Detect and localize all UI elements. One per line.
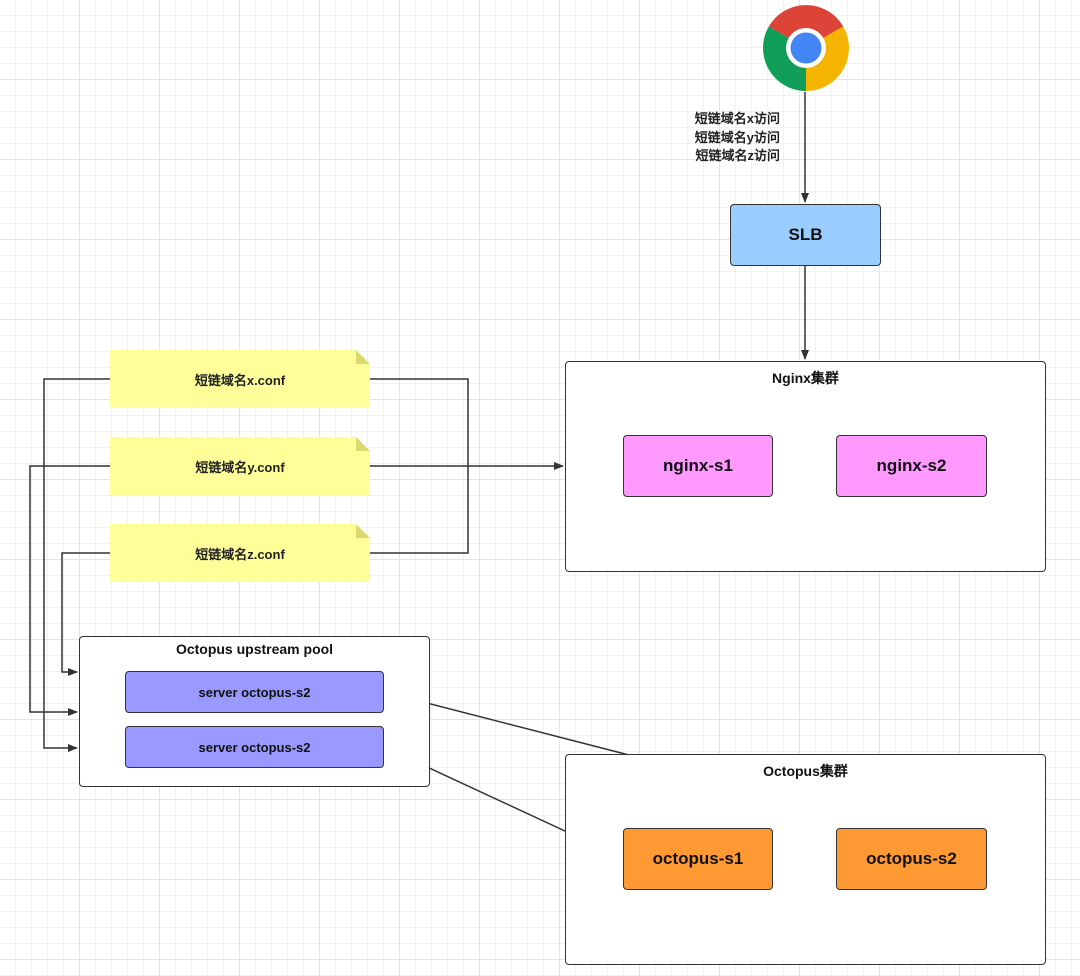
access-label-y: 短链域名y访问 xyxy=(694,129,780,145)
upstream-server-2-label: server octopus-s2 xyxy=(198,739,311,755)
edge-conf-x-pool xyxy=(43,378,110,752)
edge-conf-x-nginx xyxy=(370,378,469,466)
access-labels: 短链域名x访问 短链域名y访问 短链域名z访问 xyxy=(660,110,780,166)
conf-note-z-label: 短链域名z.conf xyxy=(195,546,285,562)
edge-conf-z-pool xyxy=(61,552,110,676)
slb-node: SLB xyxy=(730,204,881,266)
access-label-x: 短链域名x访问 xyxy=(694,111,780,126)
octopus-s1-node: octopus-s1 xyxy=(623,828,773,890)
nginx-s2-label: nginx-s2 xyxy=(876,456,947,475)
conf-note-x: 短链域名x.conf xyxy=(110,350,370,408)
octopus-s2-label: octopus-s2 xyxy=(866,849,957,868)
edge-conf-z-nginx xyxy=(370,466,469,554)
chrome-icon xyxy=(763,5,849,91)
nginx-cluster-title: Nginx集群 xyxy=(772,370,839,386)
conf-note-x-label: 短链域名x.conf xyxy=(194,372,286,388)
upstream-server-1: server octopus-s2 xyxy=(125,671,384,713)
nginx-s2-node: nginx-s2 xyxy=(836,435,987,497)
upstream-server-2: server octopus-s2 xyxy=(125,726,384,768)
access-label-z: 短链域名z访问 xyxy=(695,148,780,163)
nginx-s1-label: nginx-s1 xyxy=(663,456,733,475)
upstream-server-1-label: server octopus-s2 xyxy=(198,684,311,700)
octopus-s2-node: octopus-s2 xyxy=(836,828,987,890)
upstream-pool-title: Octopus upstream pool xyxy=(175,641,334,657)
conf-note-y: 短链域名y.conf xyxy=(110,437,370,495)
edge-conf-y-pool xyxy=(29,465,110,716)
conf-note-y-label: 短链域名y.conf xyxy=(195,459,285,475)
octopus-s1-label: octopus-s1 xyxy=(652,849,744,868)
slb-label: SLB xyxy=(788,225,823,244)
nginx-s1-node: nginx-s1 xyxy=(623,435,773,497)
conf-note-z: 短链域名z.conf xyxy=(110,524,370,582)
octopus-cluster-title: Octopus集群 xyxy=(763,763,848,779)
